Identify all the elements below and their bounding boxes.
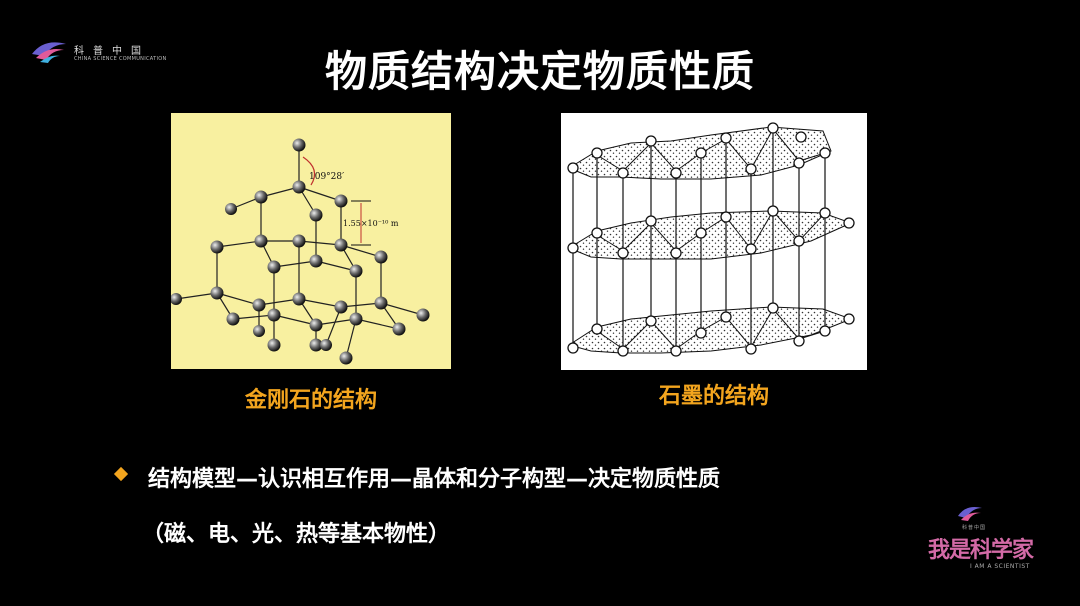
graphite-atoms [567,122,855,357]
brand-name: 我是科学家 [928,537,1034,563]
page-title: 物质结构决定物质性质 [324,47,755,96]
brand-logo-icon [958,507,982,521]
graphite-layer-2 [567,210,853,260]
logo-name-en: CHINA SCIENCE COMMUNICATION [74,56,167,62]
graphite-structure-figure [561,113,867,370]
graphite-layers-diagram [567,122,855,357]
bullet-subtext: （磁、电、光、热等基本物性） [142,522,451,547]
carbon-atoms [170,138,430,365]
logo-name-cn: 科普中国 [74,46,150,57]
diamond-structure-figure: 109°28′ 1.55×10⁻¹⁰ m [170,113,451,369]
bullet-item: 结构模型—认识相互作用—晶体和分子构型—决定物质性质 [113,462,721,492]
kepu-logo-icon [32,42,66,63]
brand-cn-small: 科普中国 [962,525,987,531]
graphite-layer-3 [567,306,853,354]
scientist-brand-logo: 科普中国 我是科学家 I AM A SCIENTIST [928,502,1036,582]
diamond-lattice-diagram: 109°28′ 1.55×10⁻¹⁰ m [170,138,430,365]
bond-length-label: 1.55×10⁻¹⁰ m [343,219,399,228]
brand-en: I AM A SCIENTIST [970,563,1030,570]
kepu-logo: 科普中国 CHINA SCIENCE COMMUNICATION [30,36,170,66]
bullet-text: 结构模型—认识相互作用—晶体和分子构型—决定物质性质 [148,467,721,492]
graphite-caption: 石墨的结构 [658,384,769,409]
diamond-caption: 金刚石的结构 [244,388,377,413]
bond-angle-label: 109°28′ [309,172,344,182]
diamond-bullet-icon [113,466,129,482]
